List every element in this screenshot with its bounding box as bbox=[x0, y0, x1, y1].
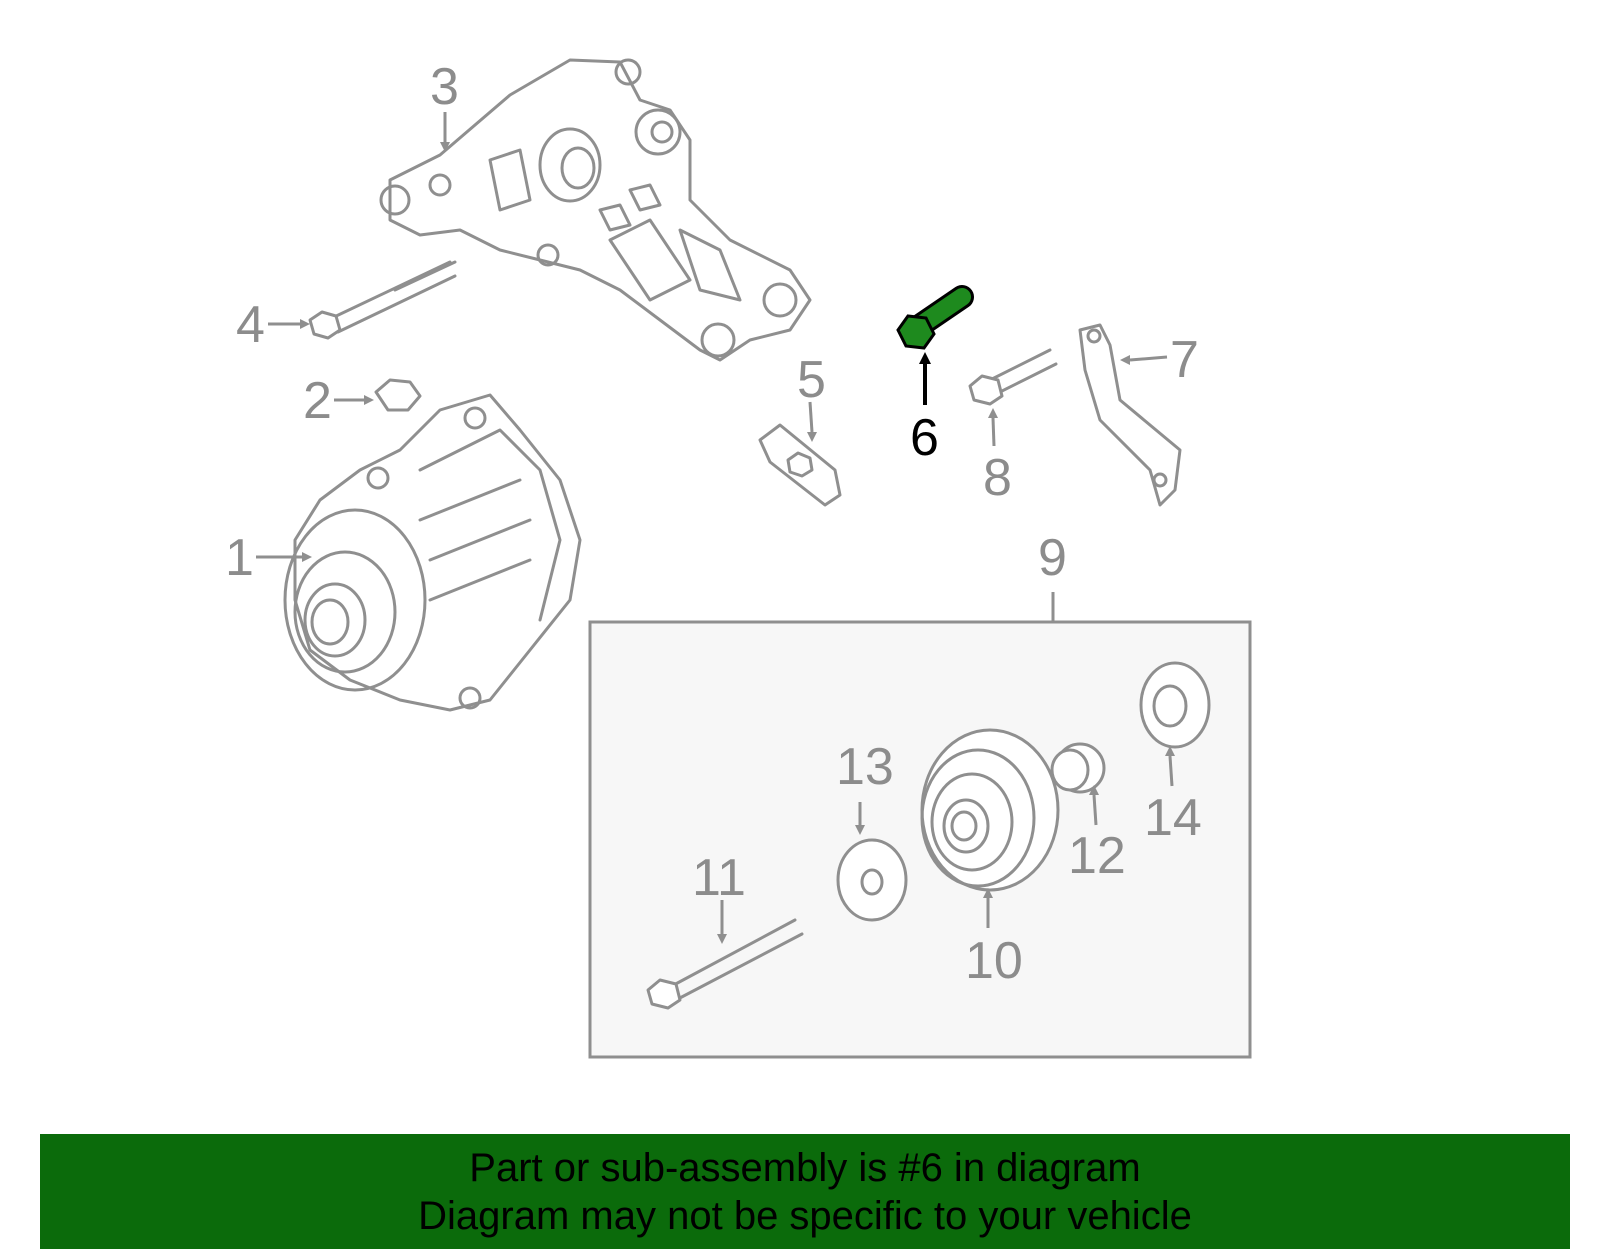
part-8-bolt bbox=[968, 348, 1058, 406]
part-4-bolt bbox=[308, 260, 457, 340]
callout-5[interactable]: 5 bbox=[797, 351, 826, 409]
callout-14[interactable]: 14 bbox=[1144, 789, 1202, 847]
part-6-bolt-highlighted[interactable] bbox=[896, 285, 974, 350]
callout-1[interactable]: 1 bbox=[225, 529, 254, 587]
info-banner: Part or sub-assembly is #6 in diagram Di… bbox=[40, 1134, 1570, 1249]
callout-9[interactable]: 9 bbox=[1038, 529, 1067, 587]
callout-6[interactable]: 6 bbox=[910, 409, 939, 467]
part-5-plate bbox=[758, 423, 842, 507]
part-12-bushing bbox=[1050, 742, 1106, 794]
part-11-bolt bbox=[646, 918, 804, 1010]
leader-lines bbox=[256, 112, 1175, 944]
banner-line-1: Part or sub-assembly is #6 in diagram bbox=[469, 1146, 1141, 1190]
callout-2[interactable]: 2 bbox=[303, 372, 332, 430]
callout-3[interactable]: 3 bbox=[430, 58, 459, 116]
callout-4[interactable]: 4 bbox=[236, 296, 265, 354]
part-1-alternator bbox=[283, 393, 582, 712]
part-2-nut bbox=[374, 378, 422, 412]
callout-7[interactable]: 7 bbox=[1170, 331, 1199, 389]
part-13-washer bbox=[836, 838, 908, 922]
assembly-9-box bbox=[588, 620, 1252, 1059]
callout-11[interactable]: 11 bbox=[692, 849, 746, 907]
part-7-bracket bbox=[1078, 323, 1182, 507]
callout-12[interactable]: 12 bbox=[1068, 827, 1126, 885]
banner-line-2: Diagram may not be specific to your vehi… bbox=[418, 1194, 1192, 1238]
part-3-bracket bbox=[379, 58, 812, 362]
part-14-washer bbox=[1139, 661, 1211, 749]
callout-10[interactable]: 10 bbox=[965, 932, 1023, 990]
part-10-pulley bbox=[920, 728, 1060, 892]
callout-13[interactable]: 13 bbox=[836, 738, 894, 796]
callout-8[interactable]: 8 bbox=[983, 449, 1012, 507]
